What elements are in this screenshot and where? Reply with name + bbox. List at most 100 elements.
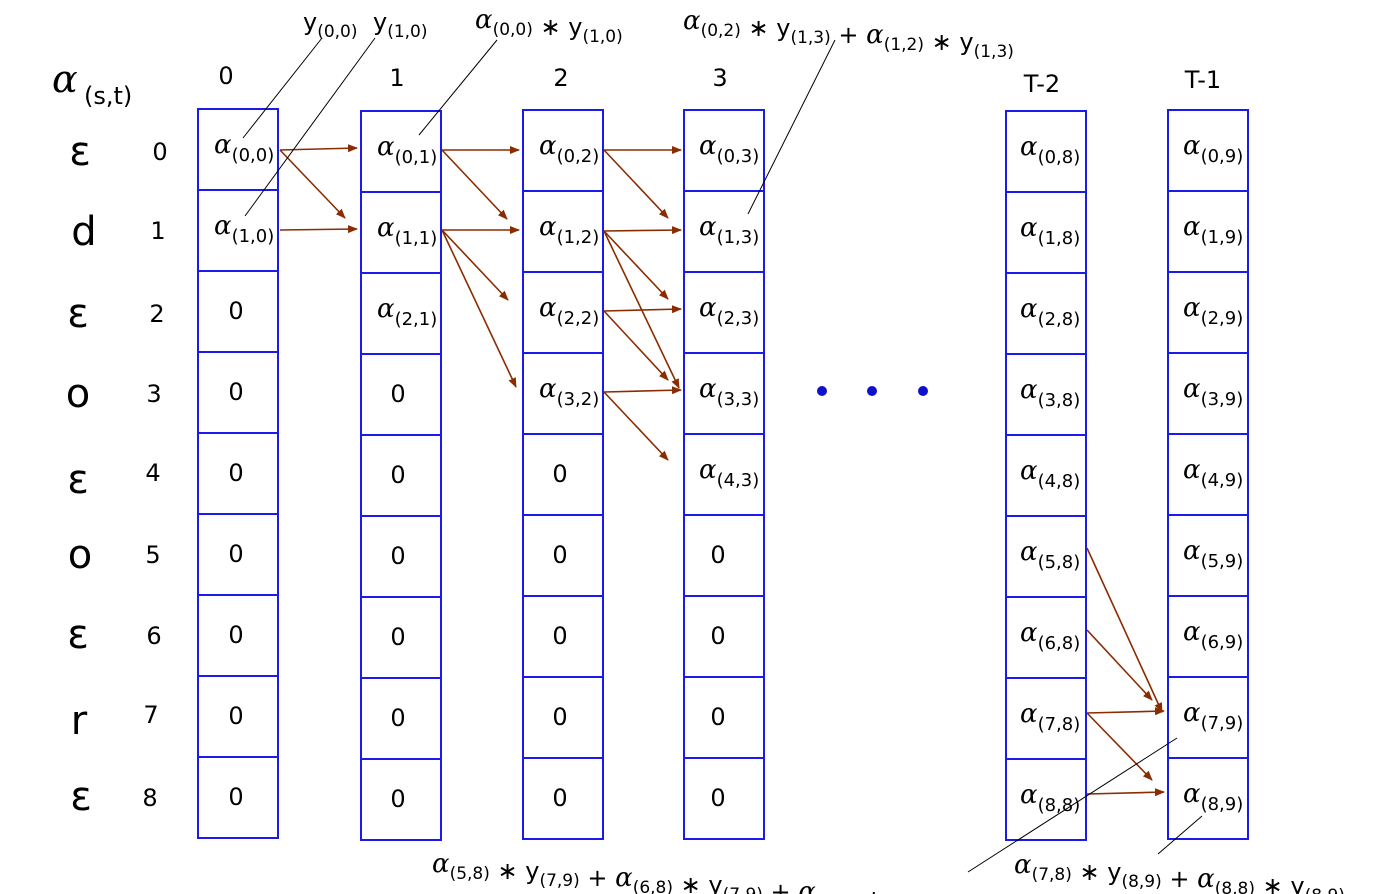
formula-term: ∗ y [673,871,723,894]
formula-alpha: α [432,849,450,879]
cell-box [197,270,279,353]
trellis-cell: 0 [360,677,442,760]
trellis-cell: 0 [197,270,279,353]
transition-arrow [603,230,669,300]
trellis-cell: 0 [522,433,604,516]
trellis-cell: 0 [360,758,442,841]
trellis-cell: 0 [522,676,604,759]
alpha-symbol: α [1183,536,1201,566]
formula-alpha: α [1197,864,1215,894]
row-index-8: 8 [142,784,157,812]
cell-box [197,432,279,515]
time-headers: 0 1 2 3 T-2 T-1 [218,62,1221,98]
alpha-value: α(2,3) [699,293,759,329]
cell-box [197,594,279,677]
zero-value: 0 [390,542,405,570]
zero-value: 0 [390,461,405,489]
alpha-subscript: (0,9) [1201,146,1244,167]
corner-label: α (s,t) [52,57,132,110]
cell-box [360,272,442,355]
alpha-value: α(3,3) [699,374,759,410]
row-symbol-2: ε [67,291,89,337]
zero-value: 0 [228,621,243,649]
cell-box [683,676,765,759]
annotation-y10-sub: (1,0) [387,22,427,42]
alpha-value: α(3,9) [1183,374,1243,410]
cell-box [360,677,442,760]
alpha-symbol: α [539,131,557,161]
cell-box [522,595,604,678]
callout-line-y10 [244,37,376,217]
cell-box [1005,110,1087,193]
alpha-symbol: α [1020,132,1038,162]
alpha-symbol: α [1020,375,1038,405]
alpha-subscript: (6,8) [1038,633,1081,654]
alpha-symbol: α [699,374,717,404]
alpha-value: α(8,9) [1183,779,1243,815]
alpha-symbol: α [1020,213,1038,243]
cell-box [1167,676,1249,759]
alpha-value: α(3,8) [1020,375,1080,411]
alpha-value: α(0,9) [1183,131,1243,167]
trellis-cell: α(4,9) [1167,433,1249,516]
cell-box [522,190,604,273]
trellis-cell: 0 [197,513,279,596]
alpha-value: α(2,1) [377,294,437,330]
alpha-value: α(3,2) [539,374,599,410]
alpha-value: α(5,9) [1183,536,1243,572]
time-header-2: 2 [553,64,568,92]
alpha-value: α(1,0) [214,211,274,247]
alpha-subscript: (6,9) [1201,632,1244,653]
alpha-symbol: α [1020,456,1038,486]
alpha-value: α(4,8) [1020,456,1080,492]
formula-term: ∗ y [1255,872,1305,894]
alpha-symbol: α [699,131,717,161]
alpha-value: α(6,9) [1183,617,1243,653]
trellis-cell: α(8,9) [1167,757,1249,840]
trellis-cell: α(3,3) [683,352,765,435]
trellis-cell: 0 [360,353,442,436]
alpha-symbol: α [699,293,717,323]
row-index-6: 6 [146,622,161,650]
formula-alpha: α [475,5,493,35]
trellis-cell: 0 [522,757,604,840]
trellis-cell: α(1,8) [1005,191,1087,274]
trellis-cell: α(6,8) [1005,596,1087,679]
zero-value: 0 [228,540,243,568]
cell-box [1005,515,1087,598]
trellis-cell: 0 [360,515,442,598]
row-symbol-0: ε [69,129,91,175]
zero-value: 0 [228,702,243,730]
trellis-cell: 0 [522,514,604,597]
cell-box [197,189,279,272]
trellis-cell: α(2,1) [360,272,442,355]
transition-arrow [603,310,669,381]
cell-box [1167,271,1249,354]
transition-arrow [603,305,682,314]
trellis-cell: α(0,0) [197,108,279,191]
callout-line-y00 [242,37,323,139]
row-index-4: 4 [145,459,160,487]
trellis-cell: α(0,9) [1167,109,1249,192]
alpha-value: α(7,8) [1020,699,1080,735]
cell-box [197,513,279,596]
alpha-subscript: (8,8) [1038,795,1081,816]
trellis-cell: 0 [197,594,279,677]
alpha-value: α(1,3) [699,212,759,248]
trellis-cell: α(3,2) [522,352,604,435]
transition-arrow [1086,629,1153,701]
formula-subscript: (1,2) [884,35,924,55]
time-header-T-1: T-1 [1184,66,1221,94]
zero-value: 0 [390,704,405,732]
alpha-subscript: (2,9) [1201,308,1244,329]
cell-box [683,109,765,192]
alpha-subscript: (3,9) [1201,389,1244,410]
alpha-value: α(4,9) [1183,455,1243,491]
alpha-symbol: α [1183,779,1201,809]
trellis-cell: α(2,9) [1167,271,1249,354]
alpha-symbol: α [1183,698,1201,728]
cell-box [1005,596,1087,679]
alpha-value: α(2,2) [539,293,599,329]
